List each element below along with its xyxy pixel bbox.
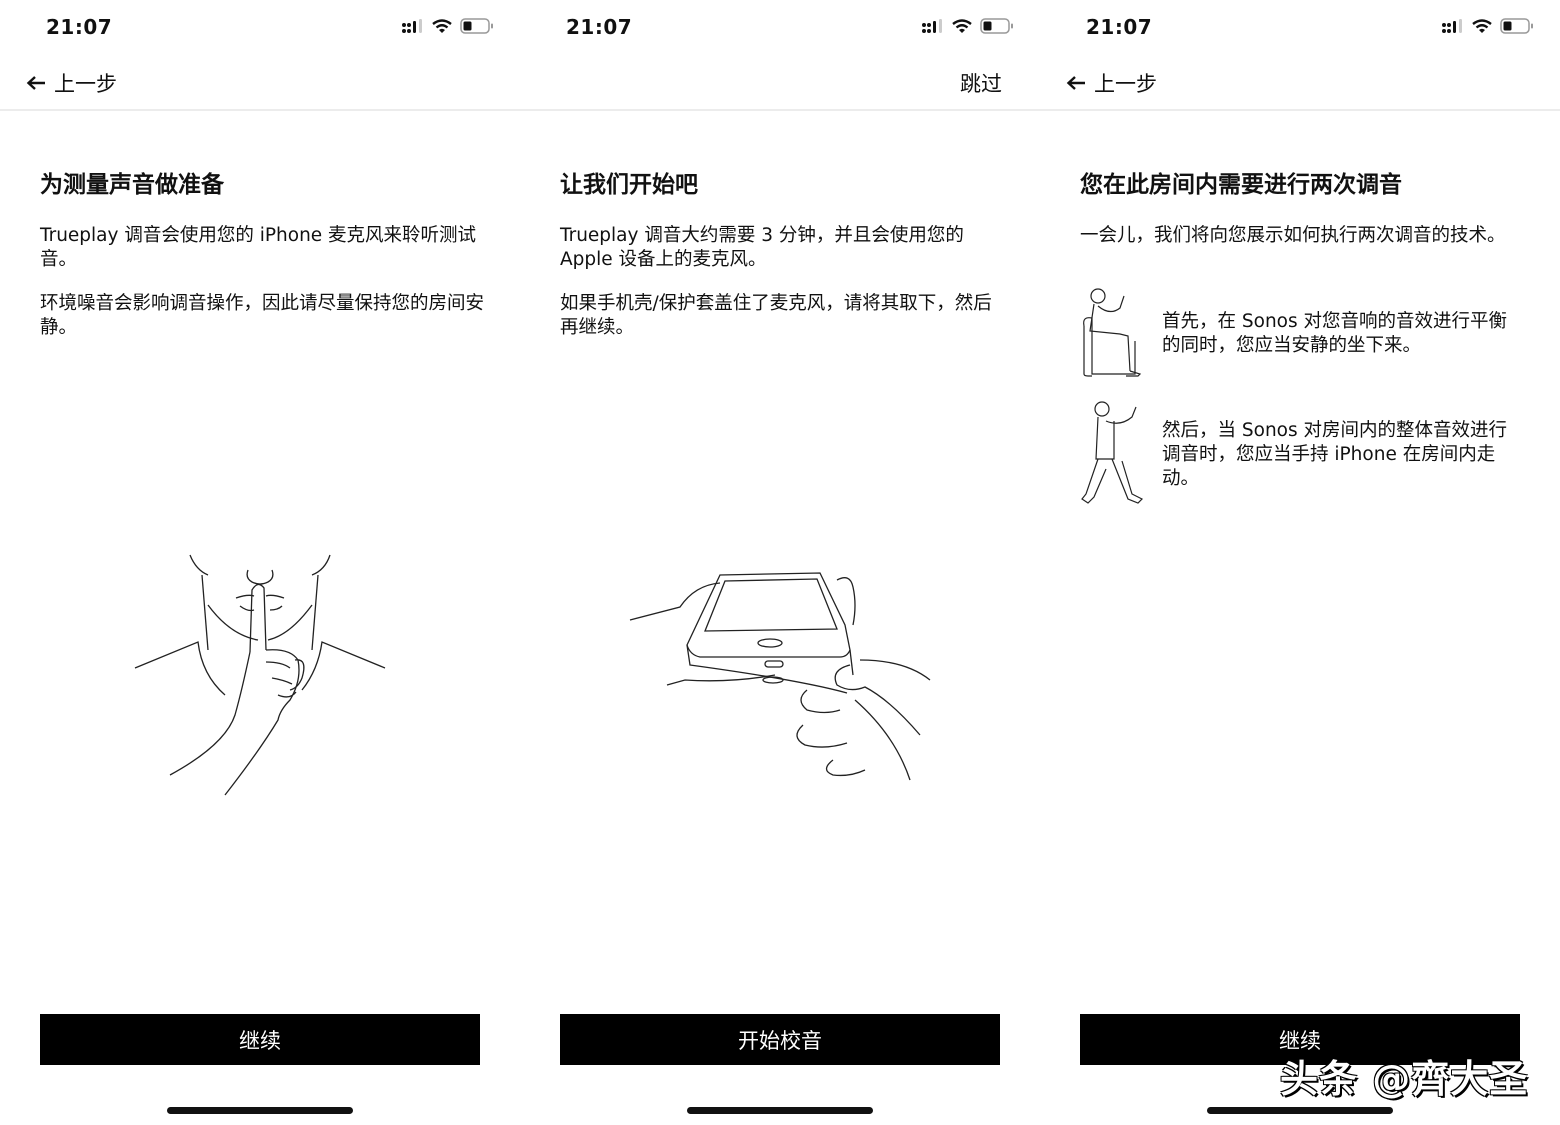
step-text: 然后，当 Sonos 对房间内的整体音效进行调音时，您应当手持 iPhone 在… (1162, 420, 1508, 489)
battery-low-icon (460, 18, 493, 34)
battery-low-icon (980, 18, 1013, 34)
screen-prepare-measurement: 21:07 上一步 为测 (0, 0, 520, 1125)
status-time: 21:07 (1086, 15, 1153, 39)
wifi-icon (432, 18, 452, 33)
back-label: 上一步 (1094, 72, 1157, 96)
description-paragraph: 一会儿，我们将向您展示如何执行两次调音的技术。 (1080, 225, 1506, 246)
battery-low-icon (1500, 18, 1533, 34)
watermark-overlay: 头条 @齊大圣 (1280, 1057, 1529, 1101)
shush-gesture-illustration (134, 554, 386, 796)
back-label: 上一步 (54, 72, 117, 96)
description-paragraph: 环境噪音会影响调音操作，因此请尽量保持您的房间安静。 (40, 293, 485, 338)
step-sit-still: 首先，在 Sonos 对您音响的音效进行平衡的同时，您应当安静的坐下来。 (1080, 286, 1525, 381)
status-bar: 21:07 (1040, 0, 1560, 56)
home-indicator[interactable] (167, 1107, 353, 1114)
nav-bar: 上一步 (0, 56, 520, 111)
description-paragraph: Trueplay 调音会使用您的 iPhone 麦克风来聆听测试音。 (40, 225, 477, 270)
cellular-signal-icon (402, 19, 422, 33)
description-paragraph: 如果手机壳/保护套盖住了麦克风，请将其取下，然后再继续。 (560, 293, 992, 338)
back-button[interactable]: 上一步 (1066, 68, 1157, 98)
step-text: 首先，在 Sonos 对您音响的音效进行平衡的同时，您应当安静的坐下来。 (1162, 310, 1508, 356)
nav-bar: 上一步 (1040, 56, 1560, 111)
status-time: 21:07 (566, 15, 633, 39)
status-time: 21:07 (46, 15, 113, 39)
step-walk-around: 然后，当 Sonos 对房间内的整体音效进行调音时，您应当手持 iPhone 在… (1080, 399, 1525, 511)
wifi-icon (952, 18, 972, 33)
screen-two-tunings: 21:07 上一步 您在 (1040, 0, 1560, 1125)
description-paragraph: Trueplay 调音大约需要 3 分钟，并且会使用您的 Apple 设备上的麦… (560, 225, 964, 270)
home-indicator[interactable] (687, 1107, 873, 1114)
home-indicator[interactable] (1207, 1107, 1393, 1114)
nav-bar: 跳过 (520, 56, 1040, 111)
back-button[interactable]: 上一步 (26, 68, 117, 98)
arrow-left-icon (26, 76, 45, 90)
content: 您在此房间内需要进行两次调音 一会儿，我们将向您展示如何执行两次调音的技术。 首… (1080, 168, 1525, 529)
page-title: 您在此房间内需要进行两次调音 (1080, 172, 1402, 198)
content: 为测量声音做准备 Trueplay 调音会使用您的 iPhone 麦克风来聆听测… (40, 168, 485, 360)
arrow-left-icon (1066, 76, 1085, 90)
walking-person-icon (1081, 401, 1144, 504)
page-title: 让我们开始吧 (560, 172, 698, 198)
status-bar: 21:07 (0, 0, 520, 56)
cellular-signal-icon (922, 19, 942, 33)
status-bar: 21:07 (520, 0, 1040, 56)
screen-lets-begin: 21:07 跳过 让我们开始吧 Trueplay 调音大约需要 3 分钟，并且会… (520, 0, 1040, 1125)
phone-held-upside-down-illustration (629, 572, 931, 781)
seated-person-icon (1083, 288, 1142, 377)
content: 让我们开始吧 Trueplay 调音大约需要 3 分钟，并且会使用您的 Appl… (560, 168, 1005, 360)
cellular-signal-icon (1442, 19, 1462, 33)
page-title: 为测量声音做准备 (40, 172, 224, 198)
wifi-icon (1472, 18, 1492, 33)
skip-button[interactable]: 跳过 (960, 72, 1002, 96)
continue-button[interactable]: 继续 (40, 1014, 480, 1065)
continue-button[interactable]: 继续 (1080, 1014, 1520, 1065)
start-calibration-button[interactable]: 开始校音 (560, 1014, 1000, 1065)
